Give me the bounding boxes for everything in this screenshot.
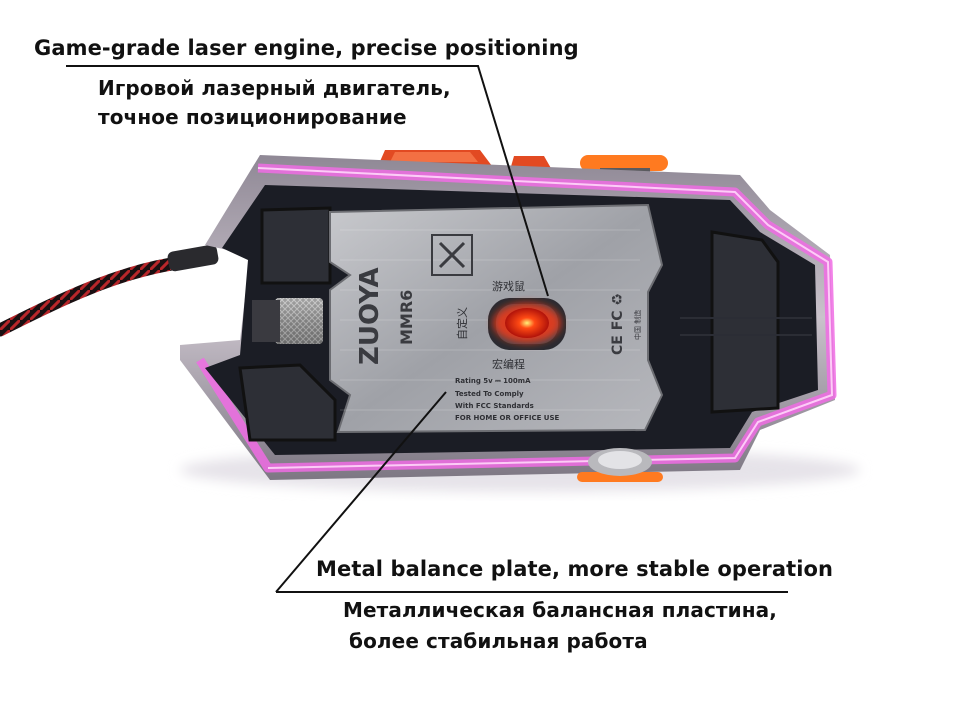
caption-top-russian-line1: Игровой лазерный двигатель, xyxy=(98,76,451,100)
caption-top-russian-line2: точное позиционирование xyxy=(98,105,407,129)
cable-strain-relief xyxy=(167,244,219,272)
glide-pad-front-top xyxy=(260,206,332,285)
plate-rating-3: With FCC Standards xyxy=(455,402,534,410)
plate-rating-2: Tested To Comply xyxy=(455,390,524,398)
bottom-callout-line xyxy=(275,391,788,593)
plate-cn-left: 自定义 xyxy=(455,307,469,340)
plate-cn-top: 游戏鼠 xyxy=(492,279,525,293)
caption-top-english: Game-grade laser engine, precise positio… xyxy=(34,36,579,60)
plate-cert-cn: 中国 制造 xyxy=(633,310,642,340)
brand-logo-box xyxy=(431,234,473,276)
top-callout-line xyxy=(66,65,549,297)
caption-bottom-russian: Металлическая балансная пластина, более … xyxy=(343,595,777,657)
caption-bottom-english: Metal balance plate, more stable operati… xyxy=(316,557,834,581)
plate-model: MMR6 xyxy=(397,290,416,345)
glide-pad-front-bottom xyxy=(238,363,337,442)
bottom-orange-button xyxy=(577,472,663,482)
caption-bottom-russian-line2: более стабильная работа xyxy=(349,629,648,653)
plate-rating-1: Rating 5v ⎓ 100mA xyxy=(455,377,531,385)
plate-rating-4: FOR HOME OR OFFICE USE xyxy=(455,414,560,422)
plate-cert-marks: CE FC ♻ xyxy=(610,293,626,355)
caption-top-russian: Игровой лазерный двигатель, точное позиц… xyxy=(98,74,451,132)
glide-pad-rear xyxy=(710,230,780,414)
plate-brand: ZUOYA xyxy=(355,267,385,365)
laser-sensor xyxy=(505,308,549,338)
caption-bottom-russian-line1: Металлическая балансная пластина, xyxy=(343,598,777,622)
plate-cn-bottom: 宏编程 xyxy=(492,357,525,371)
top-orange-button xyxy=(580,155,668,171)
